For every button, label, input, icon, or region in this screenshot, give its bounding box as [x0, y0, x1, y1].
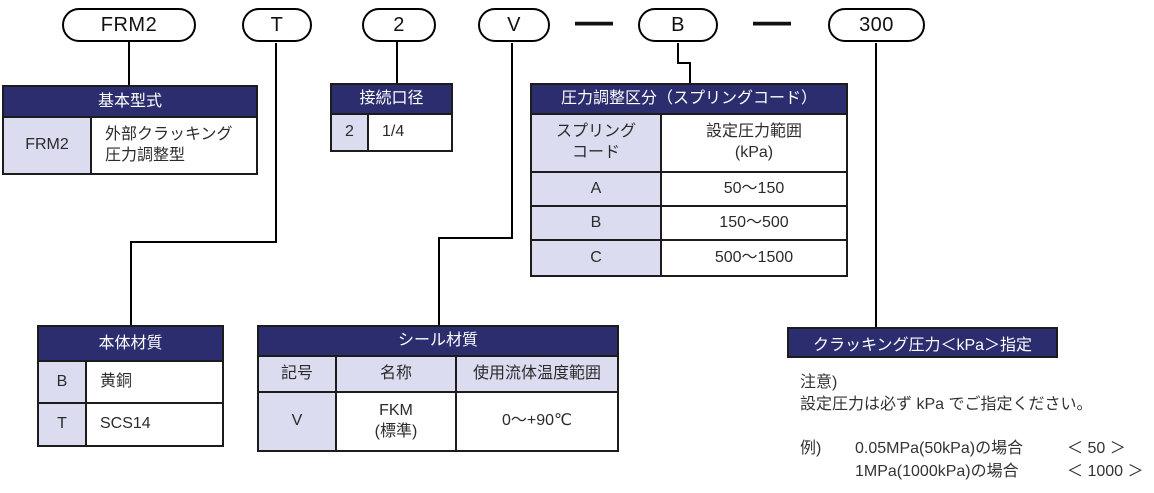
code-pill-300: 300 [828, 8, 925, 42]
seal-temp-v: 0～+90℃ [501, 412, 572, 430]
basic-model-table: 基本型式 FRM2 外部クラッキング 圧力調整型 [2, 85, 258, 175]
body-material-title: 本体材質 [39, 327, 222, 362]
seal-header-code: 記号 [259, 357, 337, 391]
spring-code-b: B [532, 207, 662, 239]
port-size-title: 接続口径 [332, 85, 451, 115]
basic-model-desc-line2: 圧力調整型 [105, 146, 186, 164]
spring-code-title: 圧力調整区分（スプリングコード） [532, 85, 846, 115]
body-material-code-b: B [39, 362, 87, 402]
caution-label: 注意) [800, 374, 838, 391]
spring-range-a: 50～150 [723, 179, 785, 197]
example-label: 例) [800, 440, 822, 457]
seal-material-title: シール材質 [259, 327, 617, 357]
spring-range-c: 500～1500 [714, 248, 794, 266]
table-row: A 50～150 [532, 173, 846, 207]
connector-b [677, 43, 691, 85]
spring-col2-line2: (kPa) [734, 144, 774, 161]
caution-text: 設定圧力は必ず kPa でご指定ください。 [800, 396, 1093, 413]
spring-header-row: スプリング コード 設定圧力範囲 (kPa) [532, 115, 846, 173]
basic-model-desc: 外部クラッキング 圧力調整型 [92, 118, 256, 173]
example-value: ＜ 50 ＞ [1067, 440, 1126, 457]
table-row: T SCS14 [39, 404, 222, 445]
table-row: V FKM (標準) 0～+90℃ [259, 393, 617, 450]
table-row: FRM2 外部クラッキング 圧力調整型 [4, 118, 256, 173]
table-row: 2 1/4 [332, 115, 451, 150]
example-value: ＜ 1000 ＞ [1067, 463, 1144, 480]
code-pill-t: T [242, 8, 312, 42]
spring-col2-line1: 設定圧力範囲 [705, 123, 802, 141]
seal-name-v: FKM (標準) [337, 393, 457, 450]
port-size-value: 1/4 [382, 123, 405, 141]
example-case: 0.05MPa(50kPa)の場合 [855, 440, 1024, 457]
example-row: 1MPa(1000kPa)の場合 ＜ 1000 ＞ [800, 457, 1144, 481]
table-row: B 150～500 [532, 207, 846, 241]
code-separator: — [575, 0, 613, 43]
body-material-name-b: 黄銅 [100, 372, 133, 390]
seal-name-line1: FKM [379, 401, 413, 419]
body-material-code-t: T [39, 404, 87, 445]
spring-code-a: A [532, 173, 662, 205]
code-pill-2: 2 [362, 8, 436, 42]
seal-name-line2: (標準) [374, 422, 418, 440]
seal-header-temp: 使用流体温度範囲 [457, 357, 617, 391]
seal-header-name: 名称 [337, 357, 457, 391]
table-row: C 500～1500 [532, 241, 846, 275]
seal-header-row: 記号 名称 使用流体温度範囲 [259, 357, 617, 393]
example-case: 1MPa(1000kPa)の場合 [855, 463, 1019, 480]
connector-v [438, 43, 513, 327]
spring-col2-header: 設定圧力範囲 (kPa) [662, 115, 846, 171]
connector-t [130, 43, 277, 327]
port-size-code: 2 [332, 115, 369, 150]
code-separator: — [753, 0, 791, 43]
table-row: B 黄銅 [39, 362, 222, 404]
seal-material-table: シール材質 記号 名称 使用流体温度範囲 V FKM (標準) 0～+90℃ [257, 325, 619, 452]
spring-col1-header: スプリング コード [532, 115, 662, 171]
code-pill-b: B [638, 8, 718, 42]
basic-model-desc-line1: 外部クラッキング [105, 125, 233, 143]
spring-col1-line2: コード [571, 144, 620, 161]
spring-col1-line1: スプリング [555, 123, 636, 141]
port-size-table: 接続口径 2 1/4 [330, 83, 453, 152]
spring-code-table: 圧力調整区分（スプリングコード） スプリング コード 設定圧力範囲 (kPa) … [530, 83, 848, 277]
spring-range-b: 150～500 [719, 213, 789, 231]
body-material-name-t: SCS14 [100, 415, 151, 433]
example-row: 例) 0.05MPa(50kPa)の場合 ＜ 50 ＞ [800, 434, 1126, 458]
seal-code-v: V [259, 393, 337, 450]
spring-code-c: C [532, 241, 662, 275]
cracking-pressure-title: クラッキング圧力＜kPa＞指定 [787, 327, 1058, 358]
basic-model-code: FRM2 [4, 118, 92, 173]
body-material-table: 本体材質 B 黄銅 T SCS14 [37, 325, 224, 447]
example-label [800, 457, 855, 481]
basic-model-title: 基本型式 [4, 87, 256, 118]
code-pill-frm2: FRM2 [62, 8, 196, 42]
code-pill-v: V [478, 8, 550, 42]
